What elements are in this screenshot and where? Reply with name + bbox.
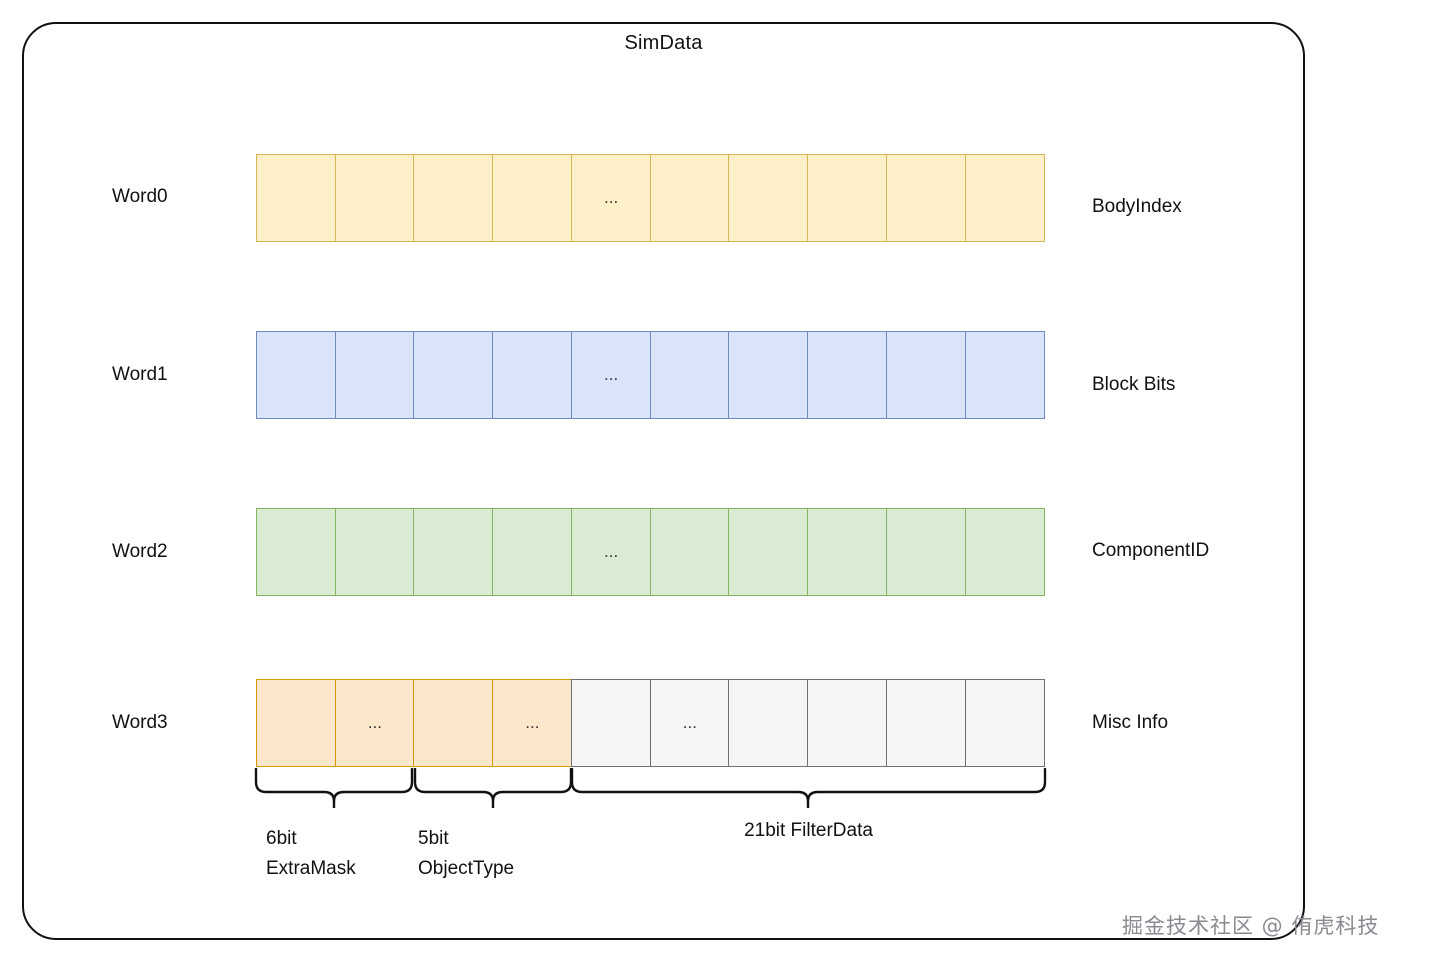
caption-extramask-name: ExtraMask <box>266 858 356 880</box>
field-label-blockbits: Block Bits <box>1092 374 1176 395</box>
caption-extramask: 6bit ExtraMask <box>266 824 416 885</box>
bit-cell <box>885 508 967 596</box>
word-label-word3: Word3 <box>112 712 168 733</box>
bit-cell <box>885 331 967 419</box>
bit-cell <box>728 508 809 596</box>
bit-cell <box>492 154 573 242</box>
bit-cell <box>649 508 730 596</box>
field-label-bodyindex: BodyIndex <box>1092 196 1182 217</box>
bit-cell <box>807 331 888 419</box>
bit-cell <box>334 331 416 419</box>
bit-cell <box>413 154 494 242</box>
bit-cell-ellipsis: ... <box>570 154 652 242</box>
bit-cell-filterdata <box>964 679 1045 767</box>
bit-cell <box>964 508 1045 596</box>
bit-cell-objecttype-ellipsis: ... <box>492 679 573 767</box>
bit-cell <box>964 331 1045 419</box>
bit-cell <box>413 508 494 596</box>
word-row-word1: ... <box>256 331 1045 419</box>
bit-cell <box>413 331 494 419</box>
bit-cell-extramask-ellipsis: ... <box>334 679 416 767</box>
word-label-word0: Word0 <box>112 186 168 207</box>
word-label-word1: Word1 <box>112 364 168 385</box>
bit-cell <box>492 331 573 419</box>
bit-cell-ellipsis: ... <box>570 508 652 596</box>
brace-objecttype <box>413 768 573 808</box>
bit-cell-filterdata <box>570 679 652 767</box>
brace-extramask <box>254 768 414 808</box>
bit-cell-extramask <box>256 679 337 767</box>
word-row-word2: ... <box>256 508 1045 596</box>
caption-objecttype: 5bit ObjectType <box>418 824 578 885</box>
field-label-componentid: ComponentID <box>1092 540 1210 561</box>
bit-cell <box>964 154 1045 242</box>
bit-cell-objecttype <box>413 679 494 767</box>
simdata-container <box>22 22 1305 940</box>
bit-cell-ellipsis: ... <box>570 331 652 419</box>
bit-cell <box>885 154 967 242</box>
bit-cell <box>334 154 416 242</box>
bit-cell <box>492 508 573 596</box>
bit-cell-filterdata <box>728 679 809 767</box>
diagram-title: SimData <box>624 32 703 54</box>
bit-cell <box>728 154 809 242</box>
word-row-word0: ... <box>256 154 1045 242</box>
bit-cell <box>807 508 888 596</box>
bit-cell <box>807 154 888 242</box>
bit-cell-filterdata <box>885 679 967 767</box>
bit-cell <box>649 331 730 419</box>
bit-cell <box>334 508 416 596</box>
bit-cell <box>649 154 730 242</box>
caption-filterdata-text: 21bit FilterData <box>744 820 873 841</box>
bit-cell <box>256 508 337 596</box>
bit-cell <box>728 331 809 419</box>
caption-objecttype-name: ObjectType <box>418 858 515 880</box>
brace-filterdata <box>570 768 1047 808</box>
caption-objecttype-size: 5bit <box>418 828 449 849</box>
word-label-word2: Word2 <box>112 541 168 562</box>
caption-filterdata: 21bit FilterData <box>570 816 1047 846</box>
watermark: 掘金技术社区 @ 侑虎科技 <box>1122 914 1380 938</box>
bit-cell <box>256 154 337 242</box>
bit-cell-filterdata-ellipsis: ... <box>649 679 730 767</box>
field-label-miscinfo: Misc Info <box>1092 712 1169 733</box>
word-row-word3: ... ... ... <box>256 679 1045 767</box>
bit-cell-filterdata <box>807 679 888 767</box>
bit-cell <box>256 331 337 419</box>
caption-extramask-size: 6bit <box>266 828 297 849</box>
